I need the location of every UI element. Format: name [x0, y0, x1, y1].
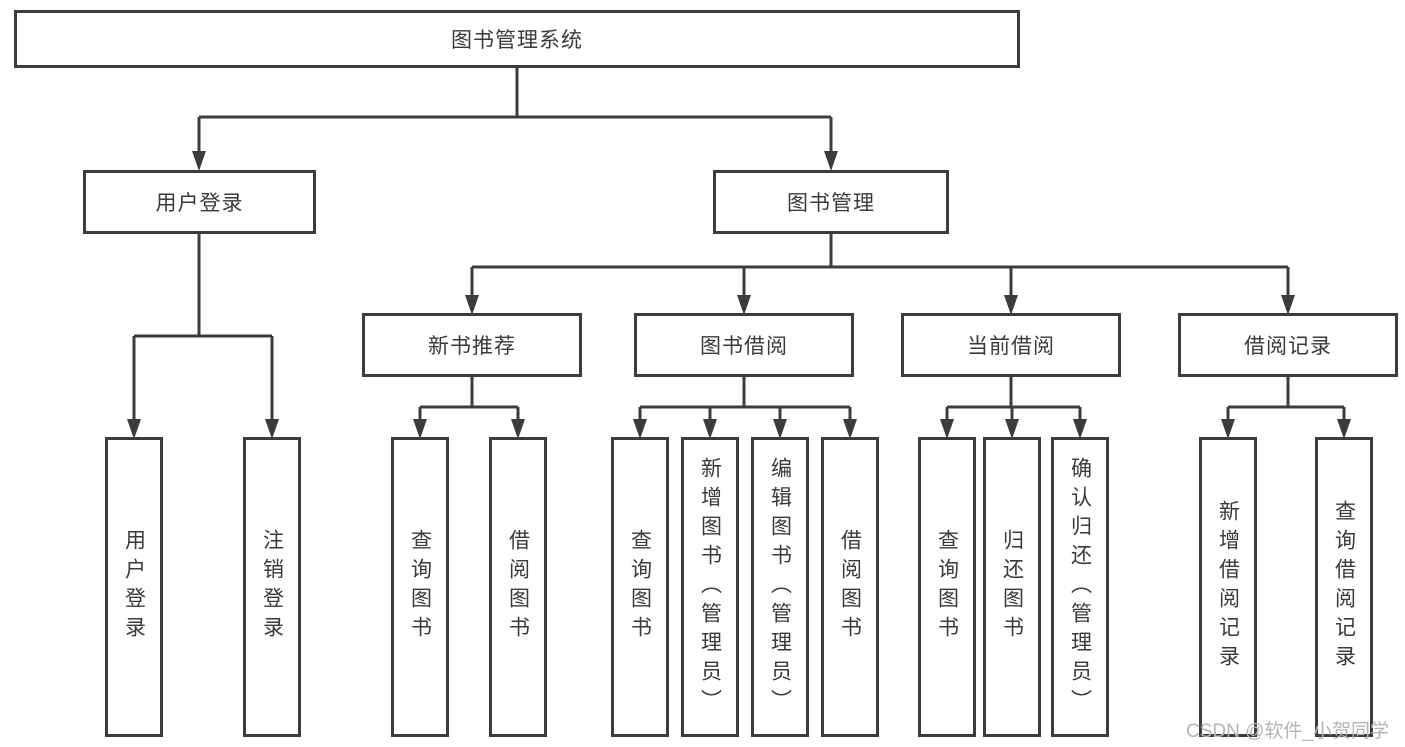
arrow-down-icon — [824, 151, 838, 171]
arrow-down-icon — [511, 419, 525, 439]
leaf-return-books: 归还图书 — [983, 437, 1041, 737]
arrow-down-icon — [465, 295, 479, 315]
arrow-down-icon — [127, 419, 141, 439]
arrow-down-icon — [773, 419, 787, 439]
node-book-management-label: 图书管理 — [787, 192, 875, 215]
leaf-query-borrow-record-label: 查询借阅记录 — [1332, 500, 1356, 674]
leaf-add-borrow-record-label: 新增借阅记录 — [1216, 500, 1240, 674]
leaf-return-books-label: 归还图书 — [1000, 529, 1024, 645]
arrow-down-icon — [940, 419, 954, 439]
leaf-user-login-label: 用户登录 — [122, 529, 146, 645]
leaf-add-borrow-record: 新增借阅记录 — [1199, 437, 1257, 737]
leaf-add-books-admin: 新增图书（管理员） — [681, 437, 739, 737]
node-borrowing-records-label: 借阅记录 — [1244, 335, 1332, 358]
leaf-query-books-current-label: 查询图书 — [935, 529, 959, 645]
arrow-down-icon — [1004, 295, 1018, 315]
leaf-add-books-admin-label: 新增图书（管理员） — [698, 456, 722, 718]
leaf-confirm-return-admin-label: 确认归还（管理员） — [1068, 456, 1092, 718]
leaf-borrow-books-borrowing-label: 借阅图书 — [838, 529, 862, 645]
node-borrowing-records: 借阅记录 — [1178, 313, 1398, 377]
node-root: 图书管理系统 — [14, 10, 1020, 68]
arrow-down-icon — [1281, 295, 1295, 315]
arrow-down-icon — [737, 295, 751, 315]
arrow-down-icon — [192, 151, 206, 171]
node-user-login: 用户登录 — [83, 170, 316, 234]
node-user-login-label: 用户登录 — [155, 192, 244, 215]
leaf-edit-books-admin: 编辑图书（管理员） — [751, 437, 809, 737]
leaf-logout-label: 注销登录 — [260, 529, 284, 645]
leaf-query-borrow-record: 查询借阅记录 — [1315, 437, 1373, 737]
arrow-down-icon — [633, 419, 647, 439]
leaf-borrow-books-borrowing: 借阅图书 — [821, 437, 879, 737]
arrow-down-icon — [1337, 419, 1351, 439]
node-book-borrowing-label: 图书借阅 — [700, 335, 788, 358]
node-current-borrowing: 当前借阅 — [901, 313, 1121, 377]
node-new-book-recommend-label: 新书推荐 — [428, 335, 516, 358]
leaf-query-books-borrowing: 查询图书 — [611, 437, 669, 737]
arrow-down-icon — [1221, 419, 1235, 439]
leaf-user-login: 用户登录 — [105, 437, 163, 737]
leaf-query-books-borrowing-label: 查询图书 — [628, 529, 652, 645]
arrow-down-icon — [703, 419, 717, 439]
arrow-down-icon — [1005, 419, 1019, 439]
leaf-confirm-return-admin: 确认归还（管理员） — [1051, 437, 1109, 737]
node-current-borrowing-label: 当前借阅 — [967, 335, 1055, 358]
arrow-down-icon — [413, 419, 427, 439]
node-root-label: 图书管理系统 — [451, 29, 583, 52]
node-book-management: 图书管理 — [713, 170, 949, 234]
node-new-book-recommend: 新书推荐 — [362, 313, 582, 377]
leaf-query-books-recommend-label: 查询图书 — [408, 529, 432, 645]
leaf-logout: 注销登录 — [243, 437, 301, 737]
leaf-edit-books-admin-label: 编辑图书（管理员） — [768, 456, 792, 718]
leaf-borrow-books-recommend: 借阅图书 — [489, 437, 547, 737]
csdn-watermark: CSDN @软件_小贺同学 — [1186, 721, 1389, 742]
arrow-down-icon — [265, 419, 279, 439]
node-book-borrowing: 图书借阅 — [634, 313, 854, 377]
leaf-borrow-books-recommend-label: 借阅图书 — [506, 529, 530, 645]
arrow-down-icon — [843, 419, 857, 439]
leaf-query-books-current: 查询图书 — [918, 437, 976, 737]
arrow-down-icon — [1073, 419, 1087, 439]
leaf-query-books-recommend: 查询图书 — [391, 437, 449, 737]
